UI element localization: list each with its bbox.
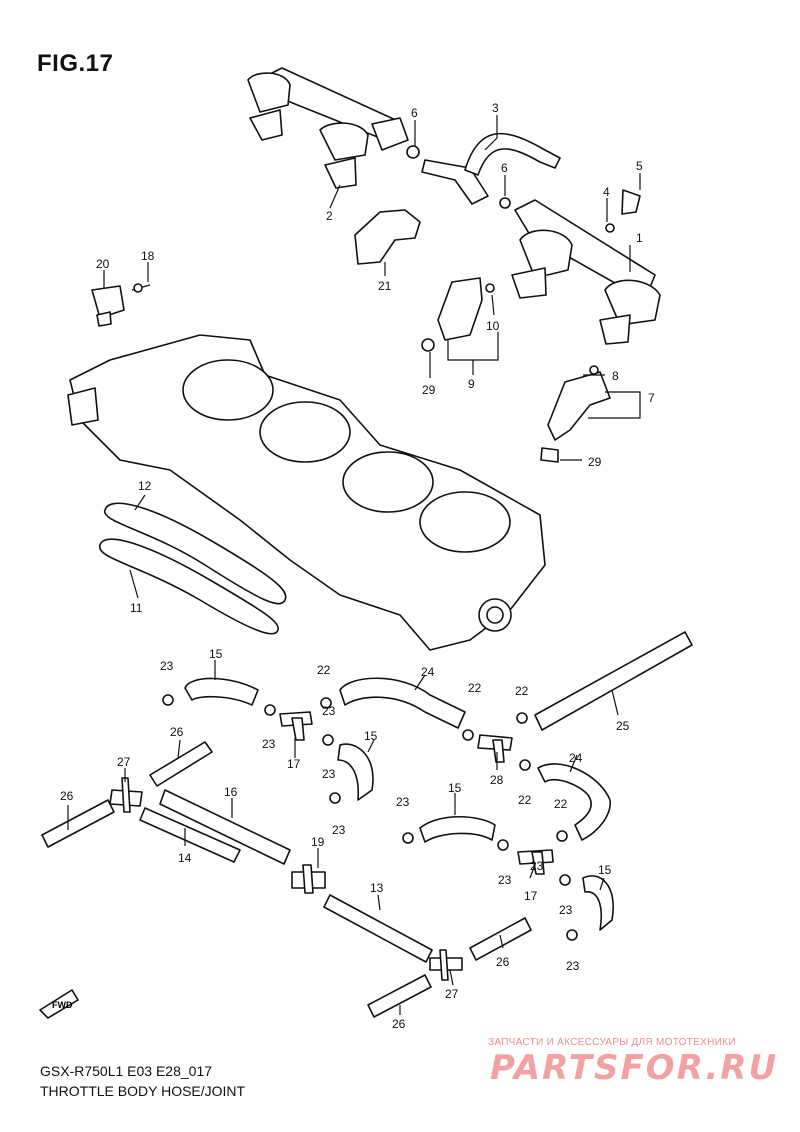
joint-27-lower [429,949,463,981]
joint-17-lower [517,849,554,875]
sensor-20 [91,283,151,327]
hose-13 [323,894,433,963]
model-code: GSX-R750L1 E03 E28_017 [40,1063,213,1079]
hose-11 [98,538,279,635]
callout-6: 6 [411,106,418,120]
callout-29: 29 [422,383,436,397]
watermark-logo: PARTSFOR.RU [490,1048,779,1088]
leader-lines [67,115,641,1015]
joint-17-upper [279,711,313,741]
callout-24: 24 [421,665,435,679]
callout-23: 23 [566,959,580,973]
callout-3: 3 [492,101,499,115]
callout-20: 20 [96,257,110,271]
callout-28: 28 [490,773,504,787]
callout-19: 19 [311,835,325,849]
callout-29: 29 [588,455,602,469]
callout-23: 23 [530,859,544,873]
callout-6: 6 [501,161,508,175]
hose-24-right [537,763,611,841]
callout-17: 17 [287,757,301,771]
hose-24-upper [339,677,466,729]
hose-26-upper [149,741,213,787]
hose-26-lower [367,974,432,1018]
callout-1: 1 [636,231,643,245]
callout-9: 9 [468,377,475,391]
hose-15-right [582,875,614,931]
callout-26: 26 [170,725,184,739]
callout-17: 17 [524,889,538,903]
callout-22: 22 [317,663,331,677]
callout-15: 15 [364,729,378,743]
callout-27: 27 [445,987,459,1001]
hose-25 [534,631,693,731]
fwd-label: FWD [52,1000,73,1010]
figure-title: FIG.17 [37,50,114,77]
fuel-rail-upper [247,67,409,189]
callout-16: 16 [224,785,238,799]
hose-15-left [184,677,259,706]
callout-23: 23 [559,903,573,917]
callout-27: 27 [117,755,131,769]
clamps [162,694,578,941]
callout-26: 26 [496,955,510,969]
hose-12 [104,502,287,605]
callout-15: 15 [209,647,223,661]
hose-15-lower [419,815,496,843]
callout-5: 5 [636,159,643,173]
callout-23: 23 [332,823,346,837]
hose-16 [159,789,291,865]
callout-11: 11 [130,601,143,615]
callout-24: 24 [569,751,583,765]
injector-9 [421,277,495,352]
callout-10: 10 [486,319,500,333]
fuel-hose-3 [406,132,561,209]
callout-23: 23 [322,704,336,718]
throttle-body [67,334,546,651]
callout-14: 14 [178,851,192,865]
callout-21: 21 [378,279,392,293]
fwd-arrow: FWD [39,989,79,1019]
callout-22: 22 [554,797,568,811]
joint-27-left [109,777,143,813]
filter-14 [139,807,241,863]
callout-26: 26 [60,789,74,803]
callout-22: 22 [518,793,532,807]
fuel-rail-right [511,189,661,345]
injector-7 [540,365,611,463]
callout-12: 12 [138,479,152,493]
bracket-21 [354,209,421,265]
callout-26: 26 [392,1017,406,1031]
callout-23: 23 [396,795,410,809]
callout-23: 23 [160,659,174,673]
callout-23: 23 [262,737,276,751]
joint-19 [291,864,326,894]
callout-22: 22 [515,684,529,698]
joint-28 [477,734,513,763]
callout-7: 7 [648,391,655,405]
hose-15-middle [337,743,374,801]
callout-15: 15 [448,781,462,795]
hose-26-left [41,799,115,848]
callout-22: 22 [468,681,482,695]
watermark-caption: ЗАПЧАСТИ И АКСЕССУАРЫ ДЛЯ МОТОТЕХНИКИ [488,1037,736,1048]
callout-23: 23 [498,873,512,887]
callout-25: 25 [616,719,630,733]
callout-18: 18 [141,249,155,263]
callout-labels: 1 2 3 4 5 6 6 7 8 9 10 11 12 13 14 15 15… [60,101,655,1031]
section-name: THROTTLE BODY HOSE/JOINT [40,1083,246,1099]
callout-8: 8 [612,369,619,383]
callout-4: 4 [603,185,610,199]
callout-13: 13 [370,881,384,895]
callout-23: 23 [322,767,336,781]
callout-15: 15 [598,863,612,877]
callout-2: 2 [326,209,333,223]
